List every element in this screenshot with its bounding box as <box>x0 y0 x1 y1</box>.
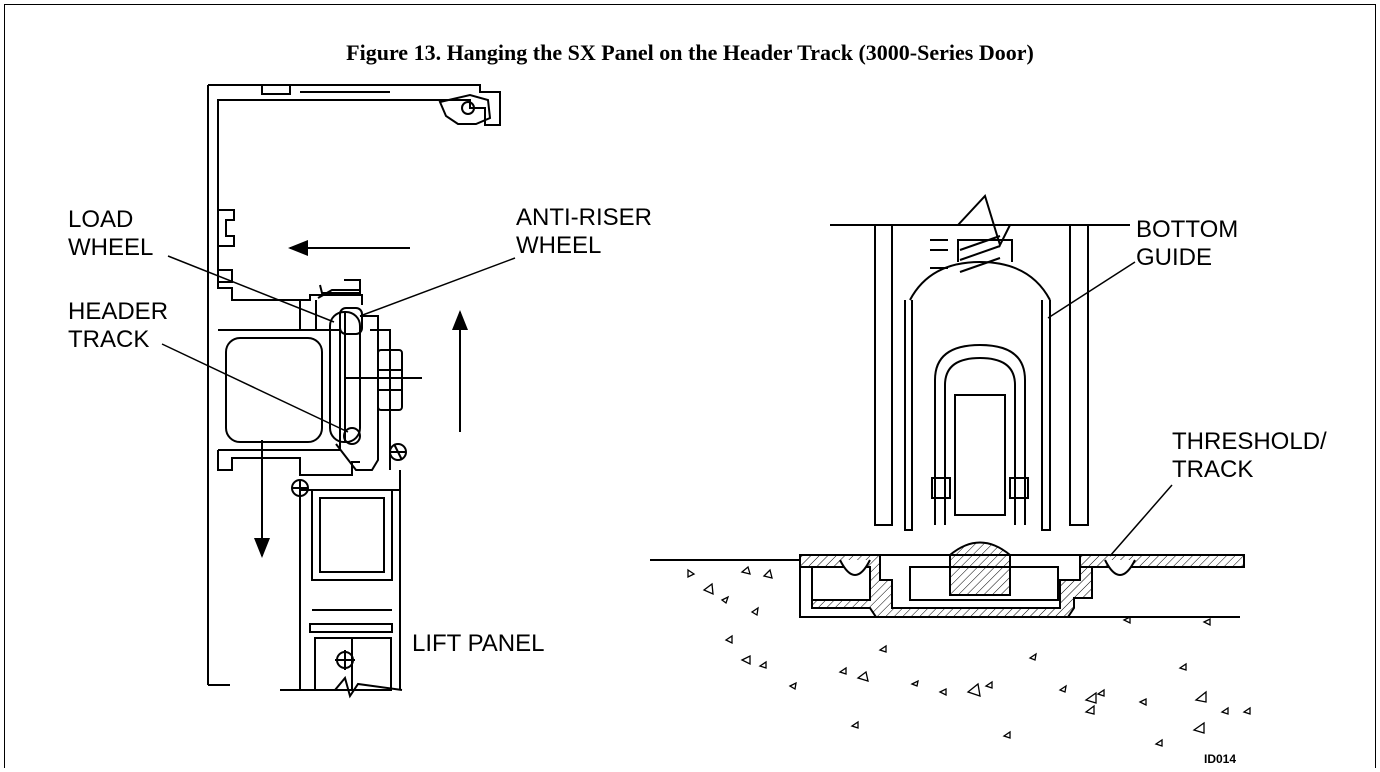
bottom-guide-section <box>830 194 1130 531</box>
figure-title: Figure 13. Hanging the SX Panel on the H… <box>346 40 1034 65</box>
anti-riser-wheel-label-line1: ANTI-RISER <box>516 204 653 231</box>
motion-arrows-left <box>254 240 468 558</box>
threshold-track-label-line1: THRESHOLD/ <box>1172 428 1327 455</box>
figure-id-code: ID014 <box>1204 752 1237 766</box>
lift-panel-label: LIFT PANEL <box>412 630 545 657</box>
threshold-track-label-line2: TRACK <box>1172 456 1254 483</box>
header-track-label: HEADER TRACK <box>68 298 168 354</box>
anti-riser-wheel-label-line2: WHEEL <box>516 232 602 259</box>
leader-lines-left <box>161 255 516 433</box>
load-wheel-label-line1: LOAD <box>68 206 134 233</box>
figure-frame <box>4 4 1376 768</box>
anti-riser-wheel-label: ANTI-RISER WHEEL <box>516 204 652 260</box>
header-track-label-line2: TRACK <box>68 326 150 353</box>
bottom-guide-label: BOTTOM GUIDE <box>1136 216 1238 272</box>
wheel-assembly <box>291 307 422 497</box>
load-wheel-label: LOAD WHEEL <box>68 206 153 262</box>
lift-panel <box>280 470 403 699</box>
load-wheel-label-line2: WHEEL <box>68 234 154 261</box>
bottom-guide-label-line2: GUIDE <box>1136 244 1213 271</box>
header-track-label-line1: HEADER <box>68 298 169 325</box>
threshold-track-label: THRESHOLD/ TRACK <box>1172 428 1327 484</box>
concrete-aggregate <box>687 565 1251 747</box>
threshold-track <box>650 541 1245 618</box>
header-track-section <box>207 84 501 686</box>
bottom-guide-label-line1: BOTTOM <box>1136 216 1239 243</box>
leader-lines-right <box>1047 261 1173 557</box>
